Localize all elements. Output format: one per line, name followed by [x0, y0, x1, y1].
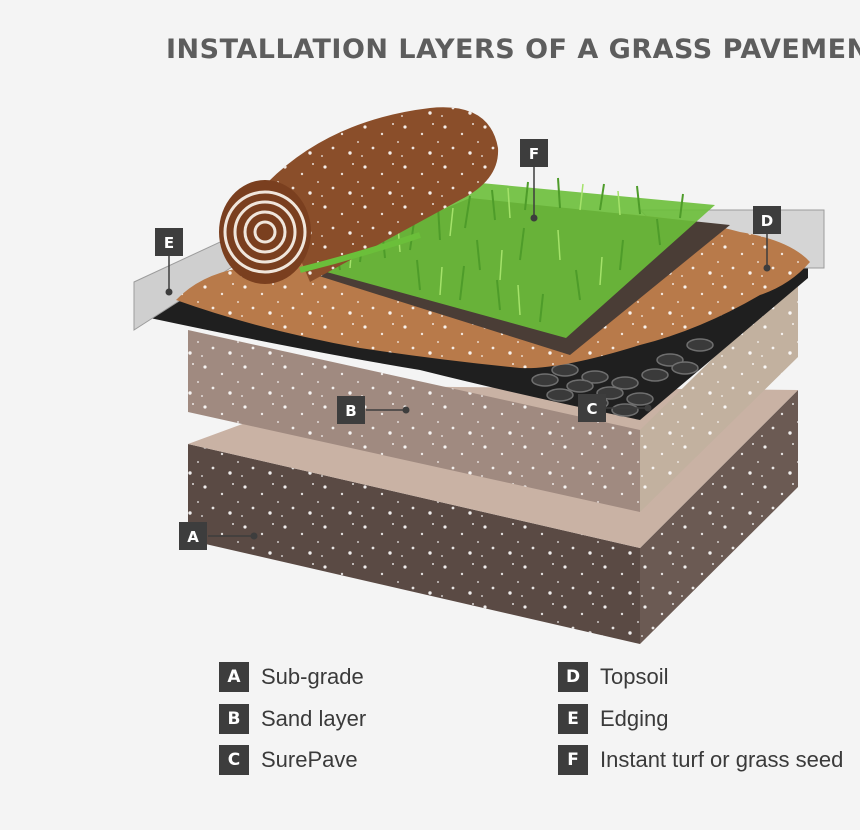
legend-badge: D: [558, 662, 588, 692]
svg-text:A: A: [187, 528, 199, 546]
legend-label: SurePave: [261, 747, 358, 772]
legend-item-d: D Topsoil: [558, 662, 668, 692]
legend-label: Sand layer: [261, 706, 367, 731]
legend-item-a: A Sub-grade: [219, 662, 364, 692]
legend-item-b: B Sand layer: [219, 704, 366, 734]
svg-text:F: F: [529, 145, 539, 163]
callout-d: D: [753, 206, 781, 272]
legend-badge: E: [558, 704, 588, 734]
legend-label: Topsoil: [600, 664, 669, 689]
callout-a: A: [179, 522, 258, 550]
legend-label: Instant turf or grass seed: [600, 747, 844, 772]
callout-e: E: [155, 228, 183, 296]
callout-f: F: [520, 139, 548, 222]
legend-label: Edging: [600, 706, 669, 731]
callout-c: C: [578, 394, 652, 422]
callout-b: B: [337, 396, 410, 424]
svg-text:D: D: [761, 212, 773, 230]
legend-badge: F: [558, 745, 588, 775]
legend-item-f: F Instant turf or grass seed: [558, 745, 843, 775]
legend-badge: B: [219, 704, 249, 734]
legend-item-c: C SurePave: [219, 745, 358, 775]
legend-badge: C: [219, 745, 249, 775]
legend-label: Sub-grade: [261, 664, 364, 689]
svg-text:B: B: [345, 402, 356, 420]
legend-item-e: E Edging: [558, 704, 669, 734]
page-title: INSTALLATION LAYERS OF A GRASS PAVEMENT: [166, 34, 860, 65]
turf-roll: [219, 107, 499, 284]
svg-text:E: E: [164, 234, 174, 252]
svg-text:C: C: [586, 400, 597, 418]
legend-badge: A: [219, 662, 249, 692]
sand-layer: [188, 275, 798, 512]
